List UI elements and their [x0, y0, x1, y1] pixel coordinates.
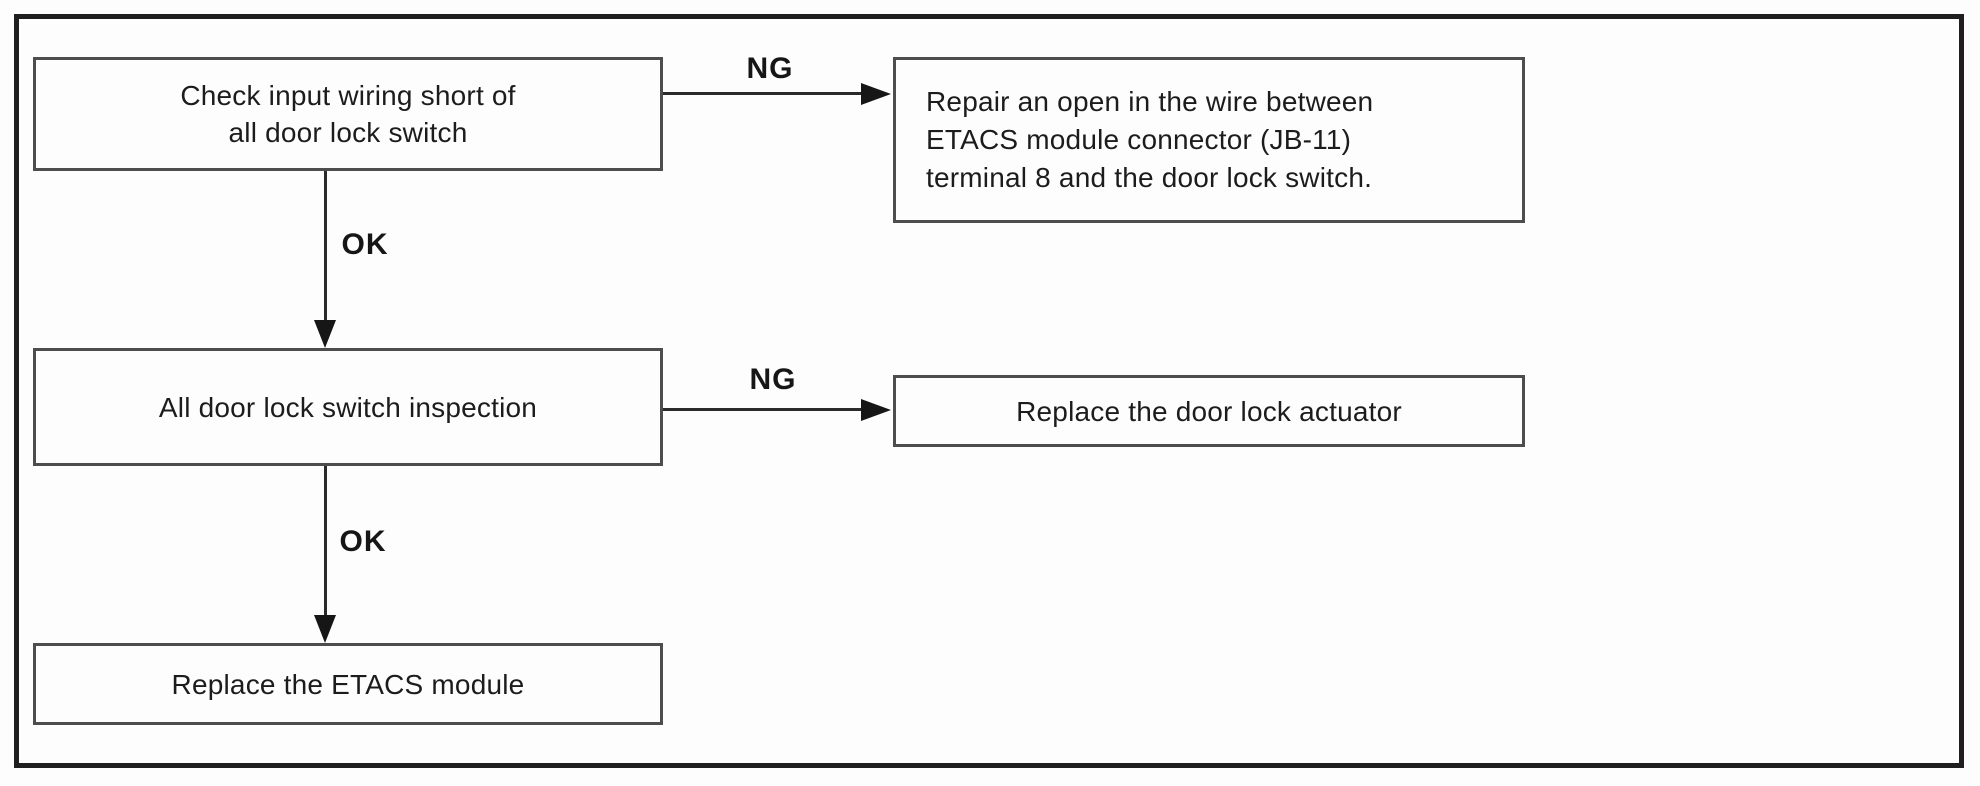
ok-arrow-line-2: [324, 466, 327, 616]
flow-box-switch-inspection: All door lock switch inspection: [33, 348, 663, 466]
ng-label-1: NG: [746, 52, 794, 85]
arrowhead-down-icon: [314, 320, 336, 348]
flow-box-text-line: Replace the ETACS module: [171, 668, 525, 700]
flow-box-text-line: ETACS module connector (JB-11): [926, 124, 1352, 155]
arrowhead-right-icon: [861, 83, 891, 105]
flow-box-text-line: terminal 8 and the door lock switch.: [926, 162, 1373, 193]
ok-arrow-line-1: [324, 171, 327, 322]
flow-box-replace-actuator: Replace the door lock actuator: [893, 375, 1525, 447]
ng-arrow-line-2: [663, 408, 863, 411]
flow-box-repair-open-wire: Repair an open in the wire between ETACS…: [893, 57, 1525, 223]
flow-box-text-line: Replace the door lock actuator: [1016, 395, 1402, 427]
ok-label-2: OK: [339, 525, 387, 558]
arrowhead-down-icon: [314, 615, 336, 643]
flow-box-text-line: All door lock switch inspection: [158, 391, 538, 423]
arrowhead-right-icon: [861, 399, 891, 421]
ok-label-1: OK: [341, 228, 389, 261]
flow-box-check-input-wiring: Check input wiring short of all door loc…: [33, 57, 663, 171]
ng-label-2: NG: [749, 363, 797, 396]
flow-box-replace-etacs-module: Replace the ETACS module: [33, 643, 663, 725]
flow-box-text-line: Check input wiring short of: [180, 80, 516, 111]
diagram-border: [14, 14, 1964, 768]
flow-box-text-line: all door lock switch: [228, 117, 468, 148]
flow-box-text-line: Repair an open in the wire between: [926, 86, 1374, 117]
ng-arrow-line-1: [663, 92, 863, 95]
